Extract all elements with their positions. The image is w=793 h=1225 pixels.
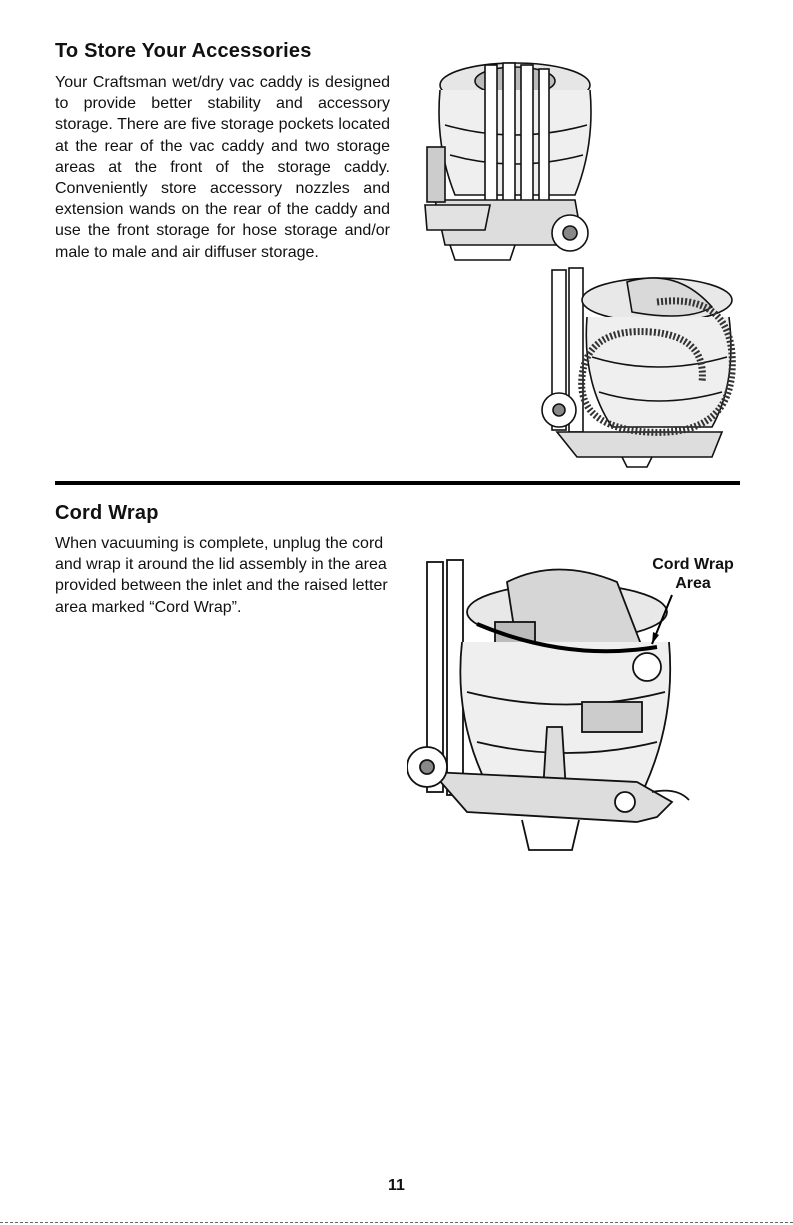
- callout-line-2: Area: [675, 575, 711, 592]
- cord-wrap-area-callout: Cord Wrap Area: [628, 555, 758, 593]
- store-accessories-body: Your Craftsman wet/dry vac caddy is desi…: [55, 74, 390, 261]
- callout-line-1: Cord Wrap: [652, 556, 734, 573]
- section-divider: [55, 481, 740, 485]
- caddy-rear-storage-illustration: [424, 62, 592, 261]
- section-heading-store-accessories: To Store Your Accessories: [55, 40, 312, 62]
- cord-wrap-body: When vacuuming is complete, unplug the c…: [55, 535, 388, 616]
- cord-wrap-illustration: [407, 559, 690, 851]
- footer-dashed-line: [0, 1222, 793, 1223]
- page-number: 11: [388, 1177, 405, 1194]
- section-heading-cord-wrap: Cord Wrap: [55, 502, 159, 524]
- hose-storage-illustration: [541, 267, 736, 468]
